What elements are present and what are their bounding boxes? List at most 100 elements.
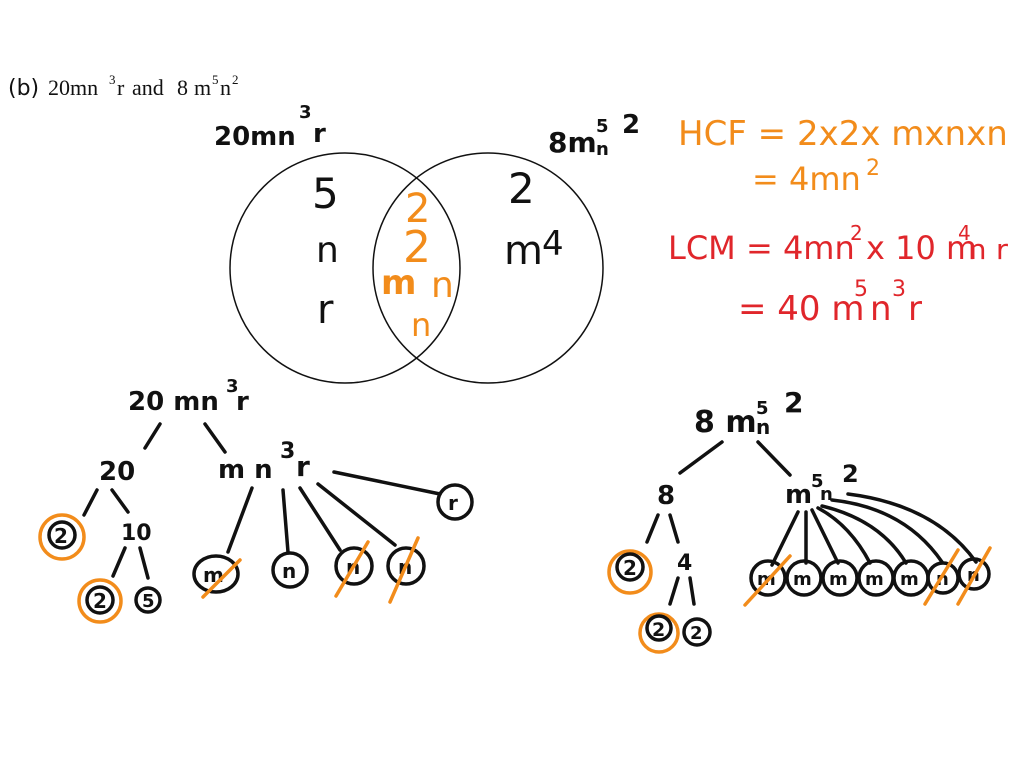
tree-branch — [830, 498, 944, 564]
lcm-line-2-a: = 40 m — [738, 289, 865, 329]
leaf-label: n — [936, 569, 949, 590]
lcm-line-2-b-exp: 3 — [892, 277, 906, 302]
question-expr2-m: m — [194, 75, 211, 100]
lcm-line-1-b-exp: 4 — [958, 221, 971, 245]
leaf-node: r — [436, 483, 474, 521]
leaf-node: m — [821, 559, 859, 597]
question-expr2-nexp: 2 — [232, 72, 239, 87]
leaf-node: n — [271, 551, 309, 589]
leaf-node: 5 — [134, 586, 162, 614]
tree-branch — [820, 504, 908, 565]
strike-mark — [923, 548, 960, 606]
leaf-node: 2 — [682, 617, 712, 647]
leaf-label: r — [448, 491, 458, 515]
tree-branch — [846, 492, 978, 564]
lcm-line-1-b: x 10 m — [866, 229, 977, 267]
question-expr2-coef: 8 — [177, 75, 188, 100]
tree-branch — [203, 422, 227, 454]
venn-right-label-base: 8m — [548, 126, 597, 159]
tree-branch — [816, 506, 872, 565]
leaf-label: 2 — [690, 623, 703, 644]
venn-right-item-var: m — [504, 228, 543, 274]
question-expr1-base: 20mn — [48, 75, 98, 100]
venn-intersection-item: 2 — [405, 186, 430, 232]
tree-branch — [281, 488, 290, 554]
lcm-line-1-a: LCM = 4mn — [668, 229, 855, 267]
leaf-node: n — [956, 546, 992, 606]
strike-mark — [743, 554, 792, 607]
lcm-line-2-a-exp: 5 — [854, 277, 868, 302]
venn-intersection-item: 2 — [403, 222, 431, 273]
tree-right-root-exp2: 2 — [784, 386, 803, 419]
leaf-node: m — [785, 559, 823, 597]
hcf-line-1: HCF = 2x2x mxnxn — [678, 114, 1008, 154]
leaf-label: m — [203, 563, 224, 587]
leaf-label: 2 — [652, 619, 665, 641]
leaf-label: 2 — [623, 556, 637, 580]
leaf-node: m — [743, 554, 792, 607]
leaf-label: 2 — [93, 589, 107, 613]
tree-branch — [82, 488, 99, 517]
venn-right-label-exp1: 5 — [596, 116, 609, 137]
tree-branch — [770, 510, 800, 567]
leaf-node: m — [857, 559, 895, 597]
tree-left-num-sub: 10 — [121, 521, 152, 546]
strike-mark — [334, 540, 370, 598]
tree-left-root-exp: 3 — [226, 376, 239, 397]
question-expr1-tail: r — [117, 75, 125, 100]
venn-left-label-base: 20mn — [214, 122, 296, 152]
factor-tree-right: 8 m 5 n 2 8 m 5 n 2 4 2 — [607, 386, 992, 654]
tree-left-root-tail: r — [236, 387, 249, 417]
factor-tree-left: 20 mn 3 r 20 m n 3 r 10 2 2 — [38, 376, 474, 624]
venn-right-label-mid: n — [596, 139, 609, 160]
question-expr2-mexp: 5 — [212, 72, 219, 87]
venn-right-circle — [372, 152, 604, 384]
tree-branch — [645, 513, 660, 544]
question-label: (b) — [8, 76, 39, 101]
tree-right-root-base: 8 m — [694, 405, 757, 440]
tree-right-var-node-base: m — [785, 480, 812, 510]
venn-intersection-item: m — [381, 263, 416, 303]
venn-left-label-exp: 3 — [299, 102, 312, 123]
tree-branch — [143, 422, 162, 450]
question-expr2-n: n — [220, 75, 231, 100]
strike-mark — [201, 558, 242, 599]
tree-right-root-exp1: 5 — [756, 398, 769, 419]
tree-branch — [298, 486, 342, 552]
leaf-label: m — [865, 569, 884, 590]
tree-right-root-mid: n — [756, 415, 770, 439]
leaf-label: m — [900, 569, 919, 590]
tree-branch — [678, 440, 724, 475]
leaf-node: 2 — [607, 549, 653, 595]
hcf-line-2: = 4mn — [752, 160, 861, 198]
tree-right-num-sub: 4 — [677, 551, 692, 576]
tree-branch — [226, 486, 254, 554]
tree-branch — [332, 470, 442, 496]
venn-right-item-exp: 4 — [542, 224, 564, 264]
tree-branch — [111, 546, 127, 578]
leaf-node: 2 — [638, 612, 680, 654]
lcm-line-1-c: n r — [968, 233, 1008, 266]
leaf-node: 2 — [77, 578, 123, 624]
tree-branch — [688, 576, 696, 606]
leaf-node: n — [923, 548, 960, 606]
venn-intersection-item: n — [431, 265, 454, 306]
venn-left-item: r — [317, 287, 334, 333]
tree-left-var-node-exp: 3 — [280, 439, 295, 464]
question-line: (b) 20mn 3 r and 8 m 5 n 2 — [8, 72, 239, 101]
tree-left-root-base: 20 mn — [128, 387, 219, 417]
tree-left-var-node-tail: r — [296, 450, 310, 483]
tree-left-var-node-base: m n — [218, 455, 273, 485]
tree-right-var-node-exp2: 2 — [842, 460, 859, 488]
leaf-node: n — [386, 536, 426, 604]
lcm-line-2-b: n — [870, 289, 892, 329]
venn-left-item: 5 — [312, 169, 339, 218]
tree-right-var-node-exp1: 5 — [811, 471, 824, 492]
leaf-node: m — [192, 554, 242, 599]
leaf-node: 2 — [38, 513, 86, 561]
leaf-node: m — [892, 559, 930, 597]
venn-left-label-tail: r — [313, 119, 326, 149]
leaf-node: n — [334, 540, 374, 598]
venn-right-label-exp2: 2 — [622, 110, 640, 140]
